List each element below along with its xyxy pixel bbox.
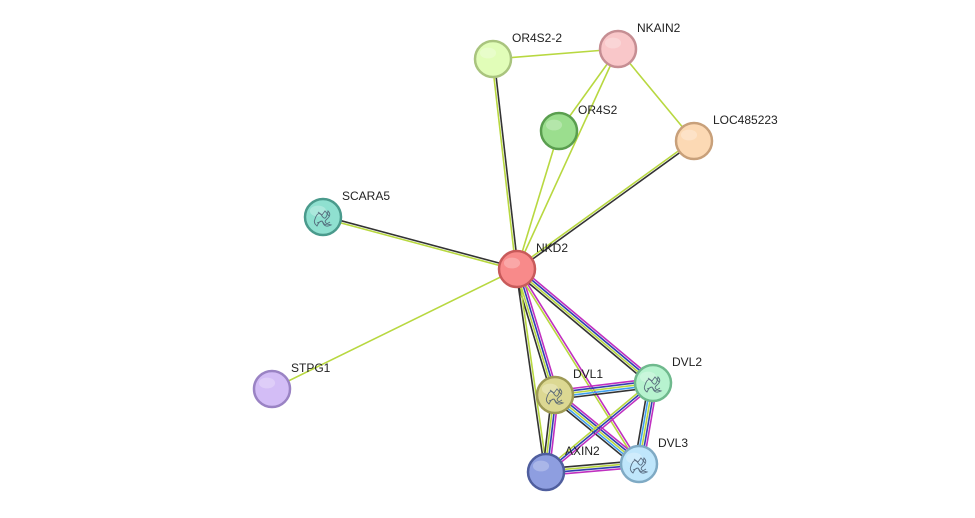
- node-label: NKD2: [536, 241, 568, 255]
- edge-nkd2-dvl1[interactable]: [513, 267, 559, 397]
- node-label: DVL1: [573, 367, 603, 381]
- edge-line-textmining: [515, 269, 555, 396]
- node-highlight: [532, 460, 550, 472]
- edge-nkd2-axin2[interactable]: [515, 268, 548, 473]
- edge-line-textmining: [515, 269, 639, 466]
- edge-line-coexpression: [514, 270, 652, 387]
- edge-line-experiments: [517, 267, 641, 464]
- node-circle[interactable]: [539, 111, 579, 151]
- node-label: STPG1: [291, 361, 331, 375]
- protein-structure-icon: [313, 210, 333, 227]
- edge-line-coexpression: [515, 269, 546, 473]
- edge-line-textmining: [492, 48, 619, 60]
- node-highlight: [680, 129, 698, 141]
- edge-nkd2-or4s2[interactable]: [516, 130, 560, 270]
- node-nkd2[interactable]: NKD2: [497, 241, 568, 289]
- node-label: AXIN2: [565, 444, 600, 458]
- edge-line-coexpression: [493, 58, 519, 269]
- node-label: DVL3: [658, 436, 688, 450]
- node-label: OR4S2: [578, 103, 618, 117]
- edge-line-experiments: [546, 384, 655, 475]
- protein-structure-icon: [629, 457, 649, 474]
- node-dvl1[interactable]: DVL1: [535, 367, 603, 415]
- edge-line-experiments: [518, 265, 656, 382]
- edge-line-textmining: [515, 269, 653, 385]
- edge-line-textmining: [515, 139, 694, 269]
- edge-nkd2-dvl2[interactable]: [514, 265, 656, 387]
- node-highlight: [309, 205, 327, 217]
- node-circle[interactable]: [497, 249, 537, 289]
- node-stpg1[interactable]: STPG1: [252, 361, 331, 409]
- node-circle[interactable]: [598, 29, 638, 69]
- edge-nkd2-or4s2-2[interactable]: [491, 58, 519, 270]
- node-highlight: [258, 377, 276, 389]
- node-scara5[interactable]: SCARA5: [303, 189, 390, 237]
- edge-line-textmining: [516, 48, 619, 270]
- edge-line-database: [517, 268, 557, 395]
- edge-nkd2-dvl3[interactable]: [515, 267, 641, 466]
- node-label: SCARA5: [342, 189, 390, 203]
- edge-nkd2-scara5[interactable]: [322, 215, 518, 271]
- edge-line-textmining: [544, 380, 653, 471]
- edge-line-textmining: [322, 217, 517, 271]
- edge-line-textmining: [617, 48, 695, 142]
- edge-line-coexpression: [517, 141, 696, 271]
- node-highlight: [639, 371, 657, 383]
- edge-nkd2-nkain2[interactable]: [516, 48, 619, 270]
- node-or4s2-2[interactable]: OR4S2-2: [473, 31, 562, 79]
- edge-line-experiments: [519, 267, 559, 395]
- node-circle[interactable]: [674, 121, 714, 161]
- node-highlight: [503, 257, 521, 269]
- edge-line-textmining: [271, 268, 518, 390]
- node-axin2[interactable]: AXIN2: [526, 444, 600, 492]
- node-or4s2[interactable]: OR4S2: [539, 103, 618, 151]
- edge-line-database: [517, 267, 655, 383]
- edge-nkd2-stpg1[interactable]: [271, 268, 518, 390]
- edge-or4s2-2-nkain2[interactable]: [492, 48, 619, 60]
- node-circle[interactable]: [526, 452, 566, 492]
- node-highlight: [604, 37, 622, 49]
- edge-line-database: [545, 382, 654, 473]
- node-label: LOC485223: [713, 113, 778, 127]
- node-label: DVL2: [672, 355, 702, 369]
- node-circle[interactable]: [252, 369, 292, 409]
- edges-layer: [271, 48, 696, 477]
- node-circle[interactable]: [473, 39, 513, 79]
- node-nkain2[interactable]: NKAIN2: [598, 21, 681, 69]
- edge-nkd2-loc485223[interactable]: [515, 139, 696, 271]
- nodes-layer: NKD2 OR4S2-2 NKAIN2OR4S2LOC485223SCARA5STP…: [252, 21, 778, 492]
- node-dvl3[interactable]: DVL3: [619, 436, 688, 484]
- node-highlight: [545, 119, 563, 131]
- edge-dvl2-axin2[interactable]: [544, 380, 655, 475]
- protein-structure-icon: [643, 376, 663, 393]
- node-label: OR4S2-2: [512, 31, 562, 45]
- edge-line-coexpression: [513, 269, 553, 397]
- edge-nkain2-loc485223[interactable]: [617, 48, 695, 142]
- node-highlight: [541, 383, 559, 395]
- protein-structure-icon: [545, 388, 565, 405]
- node-label: NKAIN2: [637, 21, 681, 35]
- edge-line-coexpression: [323, 215, 518, 269]
- node-loc485223[interactable]: LOC485223: [674, 113, 778, 161]
- edge-line-textmining: [516, 130, 560, 270]
- edge-line-textmining: [491, 59, 517, 270]
- node-highlight: [479, 47, 497, 59]
- node-dvl2[interactable]: DVL2: [633, 355, 702, 403]
- node-highlight: [625, 452, 643, 464]
- edge-line-textmining: [517, 268, 548, 472]
